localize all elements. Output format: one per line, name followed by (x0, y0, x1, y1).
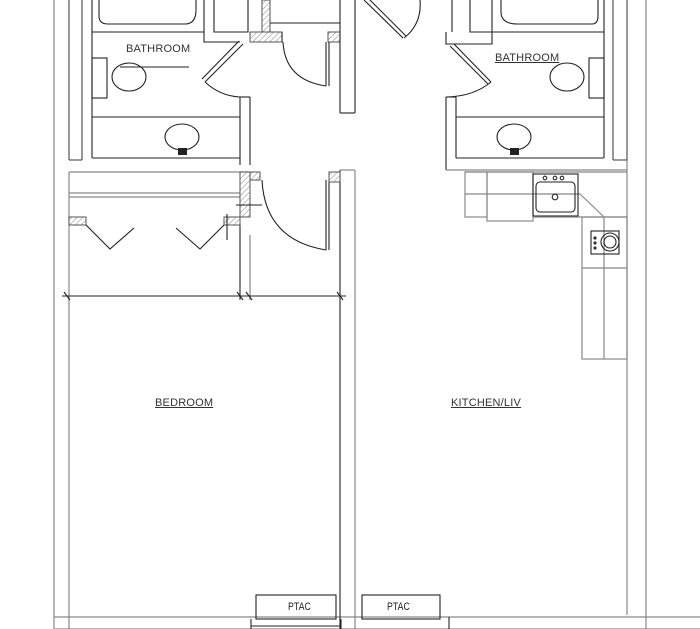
room-label-bedroom: BEDROOM (155, 397, 214, 409)
ptac-label-right: PTAC (387, 601, 410, 613)
bathroom-right (445, 0, 627, 171)
entry-door (363, 0, 421, 39)
ptac-label-left: PTAC (288, 601, 311, 613)
room-label-bathroom-left: BATHROOM (126, 43, 191, 55)
kitchen-counters (464, 171, 628, 360)
room-label-kitchen-living: KITCHEN/LIV (451, 397, 522, 409)
center-wall (339, 169, 356, 629)
bedroom-closet (62, 171, 346, 301)
bathroom-left (91, 0, 356, 165)
ptac-units (250, 594, 450, 629)
exterior-walls (53, 0, 700, 629)
room-label-bathroom-right: BATHROOM (495, 52, 560, 64)
